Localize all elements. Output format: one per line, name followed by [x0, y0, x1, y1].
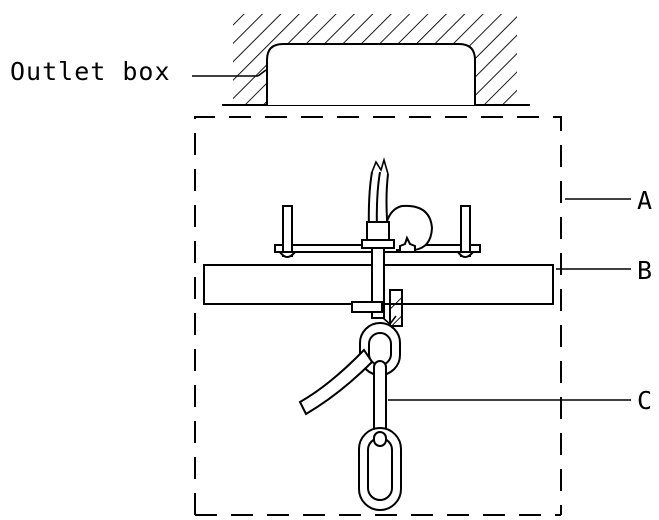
callout-b-label: B: [637, 256, 653, 285]
outlet-box: [266, 43, 476, 105]
callout-c-label: C: [637, 386, 653, 415]
canopy-outline: [194, 116, 562, 515]
fixture-wire: [298, 348, 374, 416]
ground-wire-nut: [383, 204, 434, 253]
callout-a-label: A: [637, 186, 653, 215]
outlet-box-label: Outlet box: [10, 57, 171, 86]
chain: [358, 360, 402, 511]
threaded-nipple: [351, 221, 403, 327]
